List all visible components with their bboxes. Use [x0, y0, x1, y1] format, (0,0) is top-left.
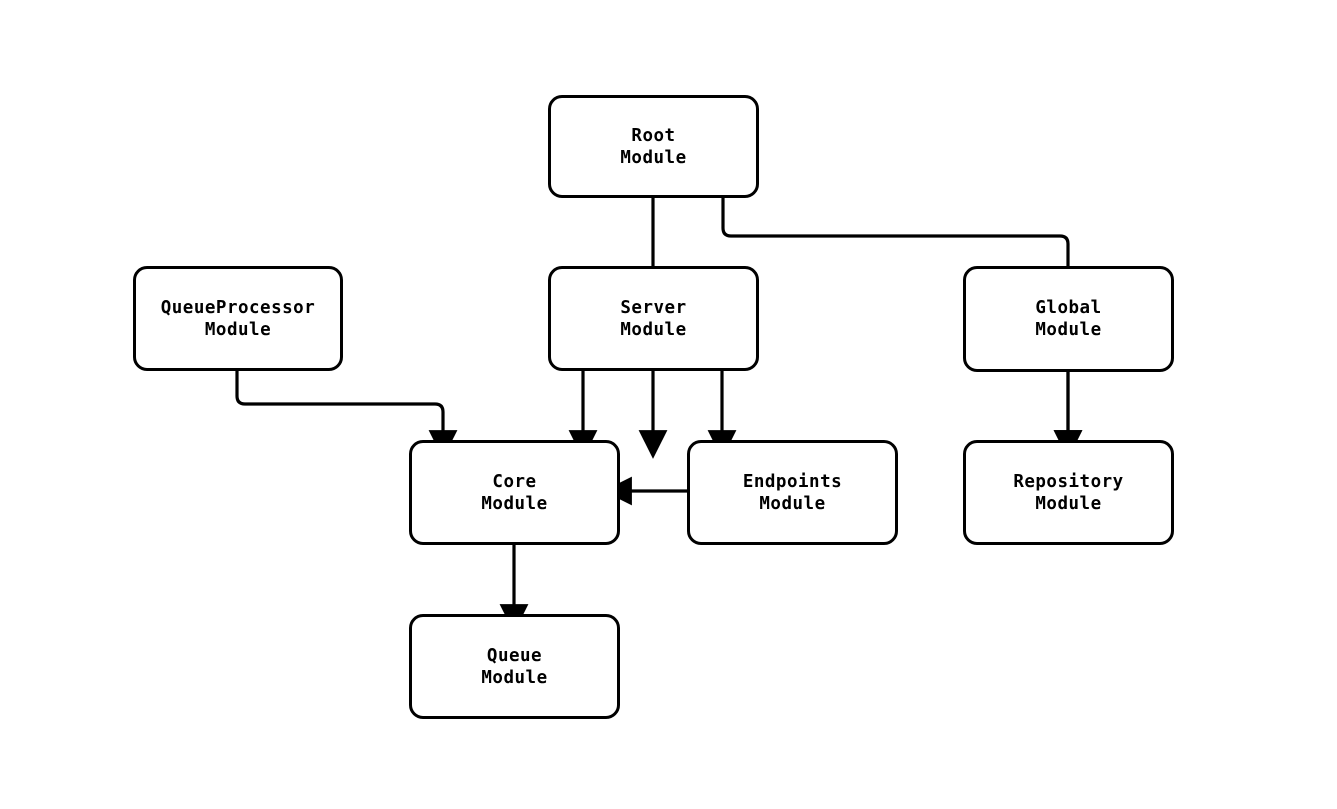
node-server-label-line2: Module: [620, 319, 687, 340]
node-repository-label-line2: Module: [1035, 493, 1102, 514]
node-server-label-line1: Server: [620, 297, 687, 318]
node-global-label-line2: Module: [1035, 320, 1102, 340]
node-queue-label-line1: Queue: [486, 645, 543, 666]
node-global-label-line1: Global: [1035, 298, 1102, 318]
node-queue-label-line2: Module: [481, 667, 548, 688]
node-root-label-line2: Module: [620, 147, 687, 168]
node-core-label-line1: Core: [492, 471, 537, 492]
node-endpoints-label-line2: Module: [759, 493, 826, 514]
node-core-label-line2: Module: [481, 493, 548, 514]
node-root-label-line1: Root: [631, 125, 676, 146]
edge-queueprocessor-to-core: [235, 371, 458, 459]
node-endpoints-label-line1: Endpoints: [742, 471, 843, 492]
node-repository-label-line1: Repository: [1013, 471, 1124, 492]
edge-root-to-global: [721, 198, 1083, 459]
node-queueprocessor-label-line2: Module: [204, 319, 272, 340]
node-queueprocessor-label-line1: QueueProcessor: [160, 297, 316, 318]
